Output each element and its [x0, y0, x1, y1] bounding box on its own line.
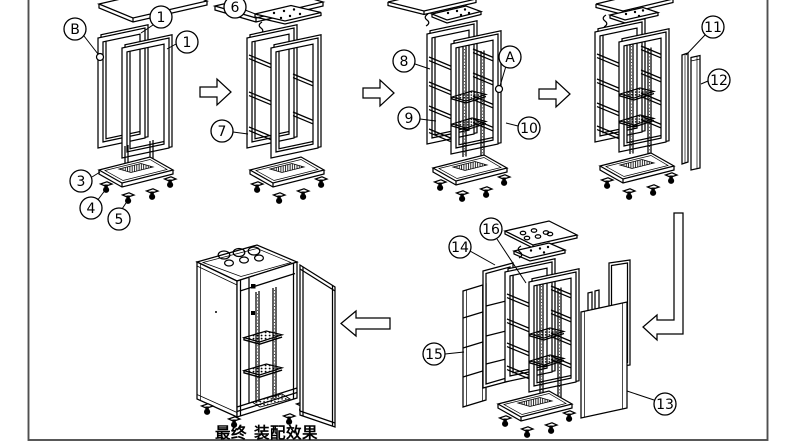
callout-11: 11 [701, 15, 725, 39]
svg-text:1: 1 [183, 35, 192, 51]
svg-text:4: 4 [87, 201, 96, 217]
arrow-right-3-icon [538, 80, 571, 108]
callout-1b: 1 [175, 30, 199, 54]
callout-1a: 1 [149, 5, 173, 29]
arrow-left-icon [340, 309, 391, 338]
svg-text:13: 13 [656, 397, 674, 413]
svg-text:10: 10 [520, 121, 538, 137]
svg-text:12: 12 [710, 73, 728, 89]
svg-text:9: 9 [405, 111, 414, 127]
svg-text:A: A [505, 50, 515, 66]
callout-4: 4 [79, 196, 103, 220]
detail-marker-A [494, 84, 504, 94]
callout-6: 6 [223, 0, 247, 19]
side-strip-part-12 [690, 54, 701, 171]
corner-rail-part-11 [681, 52, 689, 165]
svg-text:5: 5 [115, 212, 124, 228]
svg-text:1: 1 [157, 10, 166, 26]
callout-9: 9 [397, 106, 421, 130]
callout-3: 3 [69, 169, 93, 193]
stage-4-frame-with-rails [594, 0, 701, 200]
svg-text:3: 3 [77, 174, 86, 190]
final-assembled-cabinet: 最终装配效果 [195, 244, 336, 442]
callout-10: 10 [517, 116, 541, 140]
svg-text:15: 15 [425, 347, 443, 363]
side-panel-part-13 [580, 301, 628, 419]
svg-text:16: 16 [482, 222, 500, 238]
svg-text:7: 7 [218, 124, 227, 140]
stage-2-frame-assembly [212, 0, 327, 204]
callout-16: 16 [479, 217, 503, 241]
callout-13: 13 [653, 392, 677, 416]
callout-14: 14 [448, 235, 472, 259]
callout-15: 15 [422, 342, 446, 366]
svg-text:14: 14 [451, 240, 469, 256]
arrow-right-1-icon [199, 78, 232, 106]
arrow-right-2-icon [362, 79, 395, 107]
svg-text:8: 8 [400, 54, 409, 70]
stage-1-frames-on-base [95, 0, 210, 204]
callout-A: A [498, 45, 522, 69]
side-panel-part-15 [462, 283, 487, 408]
exploded-cabinet [462, 220, 631, 438]
callout-B: B [63, 17, 87, 41]
svg-text:B: B [70, 22, 80, 38]
arrow-corner-icon [642, 212, 684, 342]
drawing-border [27, 0, 769, 441]
callout-7: 7 [210, 119, 234, 143]
callouts: B 1 1 3 4 5 6 7 8 9 A 10 11 12 14 16 15 … [63, 0, 731, 416]
svg-text:6: 6 [231, 0, 240, 16]
callout-12: 12 [707, 68, 731, 92]
detail-marker-B [95, 52, 105, 62]
caption-final-assembly: 最终装配效果 [215, 423, 318, 442]
stage-3-frame-with-shelves [387, 0, 510, 202]
callout-8: 8 [392, 49, 416, 73]
open-door [299, 263, 336, 428]
callout-5: 5 [107, 207, 131, 231]
svg-text:11: 11 [704, 20, 722, 36]
